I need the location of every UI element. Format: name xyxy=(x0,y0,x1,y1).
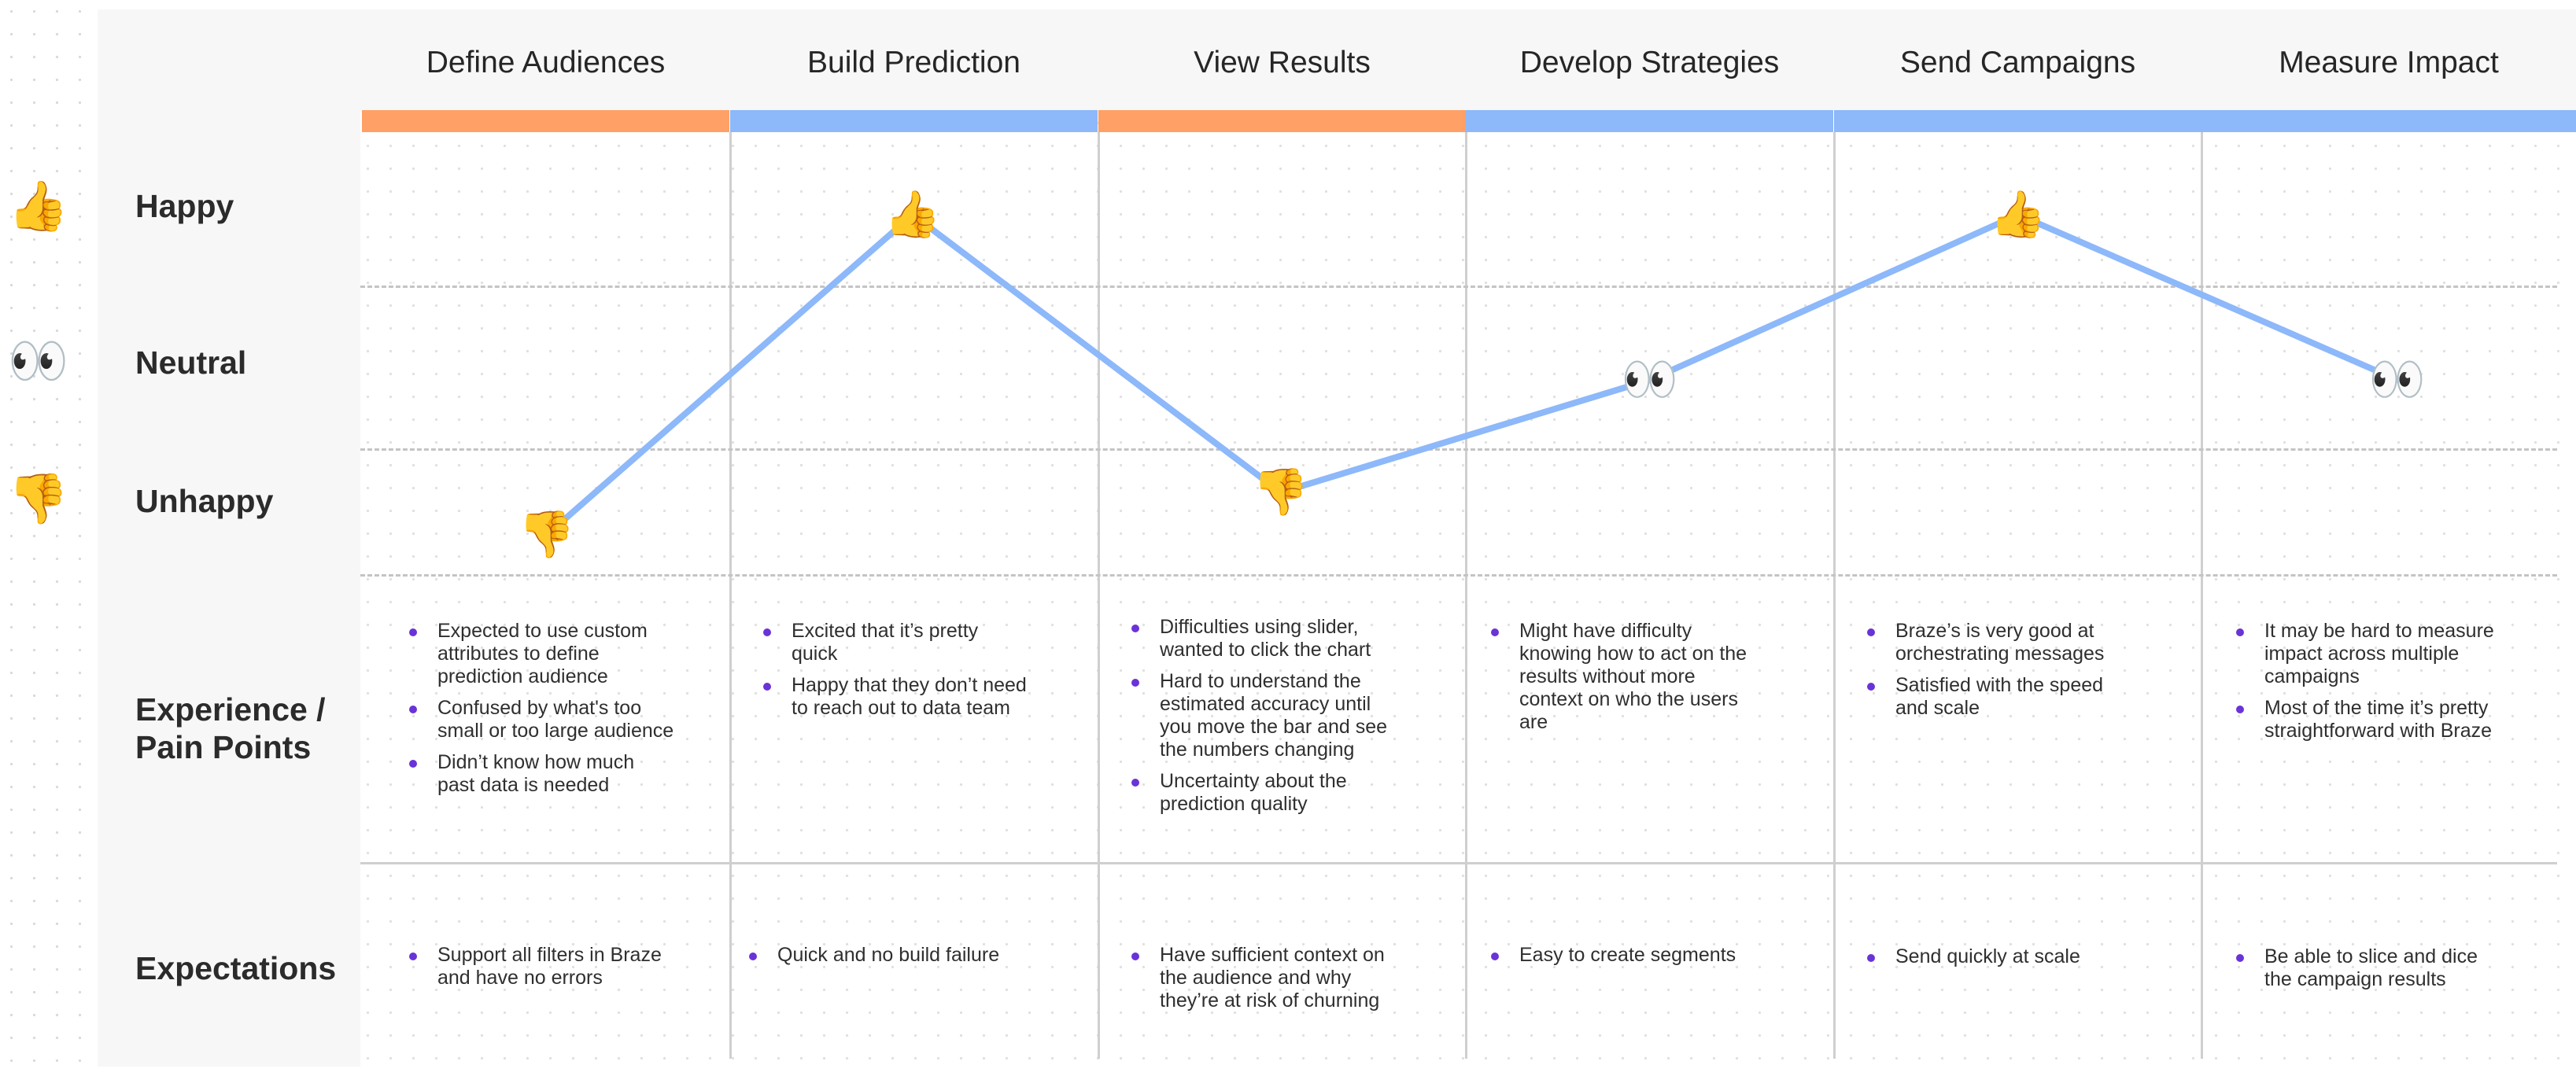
bullet-item: Have sufficient context on the audience … xyxy=(1130,944,1397,1012)
bullet-item: Satisfied with the speed and scale xyxy=(1866,674,2133,720)
bullet-item: It may be hard to measure impact across … xyxy=(2235,620,2502,688)
stage-bar xyxy=(362,110,729,132)
row-label-experience-line2: Pain Points xyxy=(135,729,312,765)
eyes-icon: 👀 xyxy=(8,334,69,389)
stage-title: Build Prediction xyxy=(807,46,1020,79)
bullet-item: Excited that it’s pretty quick xyxy=(762,620,1029,665)
column-divider xyxy=(2201,132,2203,1059)
emotion-point-thumbs-down-icon: 👎 xyxy=(1252,466,1310,518)
bullet-item: Most of the time it’s pretty straightfor… xyxy=(2235,697,2502,743)
row-label-expectations: Expectations xyxy=(135,950,337,986)
stage-title: Develop Strategies xyxy=(1519,46,1780,79)
expectations-cell: Support all filters in Braze and have no… xyxy=(408,944,675,998)
bullet-item: Easy to create segments xyxy=(1489,944,1757,967)
bullet-item: Didn’t know how much past data is needed xyxy=(408,751,675,797)
emotion-point-thumbs-down-icon: 👎 xyxy=(518,509,576,560)
bullet-item: Send quickly at scale xyxy=(1866,945,2133,968)
bullet-item: Might have difficulty knowing how to act… xyxy=(1489,620,1757,734)
stage-title: Send Campaigns xyxy=(1899,46,2136,79)
row-label-column xyxy=(98,9,360,1067)
row-divider xyxy=(360,574,2557,577)
emotion-point-eyes-icon: 👀 xyxy=(1621,354,1679,405)
emotion-point-eyes-icon: 👀 xyxy=(2368,354,2427,405)
emotion-point-thumbs-up-icon: 👍 xyxy=(884,189,942,240)
bullet-item: Uncertainty about the prediction quality xyxy=(1130,770,1397,816)
bullet-item: Be able to slice and dice the campaign r… xyxy=(2235,945,2502,991)
column-divider xyxy=(729,132,732,1059)
row-label-happy: Happy xyxy=(135,188,234,224)
bullet-item: Confused by what's too small or too larg… xyxy=(408,697,675,743)
row-divider xyxy=(360,448,2557,451)
thumbs-down-icon: 👎 xyxy=(8,472,69,526)
stage-bar xyxy=(1098,110,1466,132)
expectations-cell: Send quickly at scale xyxy=(1866,945,2133,977)
row-label-neutral: Neutral xyxy=(135,345,247,381)
stage-bar xyxy=(730,110,1098,132)
stage-title: View Results xyxy=(1194,46,1371,79)
row-divider xyxy=(360,286,2557,288)
experience-cell: Might have difficulty knowing how to act… xyxy=(1489,620,1757,743)
bullet-item: Difficulties using slider, wanted to cli… xyxy=(1130,616,1397,661)
stage-title: Measure Impact xyxy=(2279,46,2499,79)
thumbs-up-icon: 👍 xyxy=(8,179,69,234)
bullet-item: Support all filters in Braze and have no… xyxy=(408,944,675,989)
experience-cell: Braze’s is very good at orchestrating me… xyxy=(1866,620,2133,728)
row-label-experience: Experience / Pain Points xyxy=(135,691,326,766)
bullet-item: Braze’s is very good at orchestrating me… xyxy=(1866,620,2133,665)
expectations-cell: Easy to create segments xyxy=(1489,944,1757,975)
experience-cell: Difficulties using slider, wanted to cli… xyxy=(1130,616,1397,824)
stage-bar xyxy=(1466,110,1833,132)
expectations-cell: Have sufficient context on the audience … xyxy=(1130,944,1397,1021)
bullet-item: Hard to understand the estimated accurac… xyxy=(1130,670,1397,761)
row-label-experience-line1: Experience / xyxy=(135,691,326,728)
stage-title: Define Audiences xyxy=(426,46,666,79)
column-divider xyxy=(1833,132,1836,1059)
stage-bar xyxy=(1834,110,2201,132)
row-divider xyxy=(360,862,2557,864)
experience-cell: Expected to use custom attributes to def… xyxy=(408,620,675,805)
bullet-item: Happy that they don’t need to reach out … xyxy=(762,674,1029,720)
experience-cell: It may be hard to measure impact across … xyxy=(2235,620,2502,751)
journey-map-board xyxy=(98,9,2576,1067)
bullet-item: Expected to use custom attributes to def… xyxy=(408,620,675,688)
emotion-line xyxy=(544,212,2401,538)
expectations-cell: Quick and no build failure xyxy=(747,944,1015,975)
stage-bar xyxy=(2201,110,2576,132)
emotion-point-thumbs-up-icon: 👍 xyxy=(1989,189,2047,240)
bullet-item: Quick and no build failure xyxy=(747,944,1015,967)
column-divider xyxy=(1465,132,1467,1059)
header-band xyxy=(98,9,2576,110)
column-divider xyxy=(1098,132,1100,1059)
row-label-unhappy: Unhappy xyxy=(135,483,274,519)
expectations-cell: Be able to slice and dice the campaign r… xyxy=(2235,945,2502,1000)
